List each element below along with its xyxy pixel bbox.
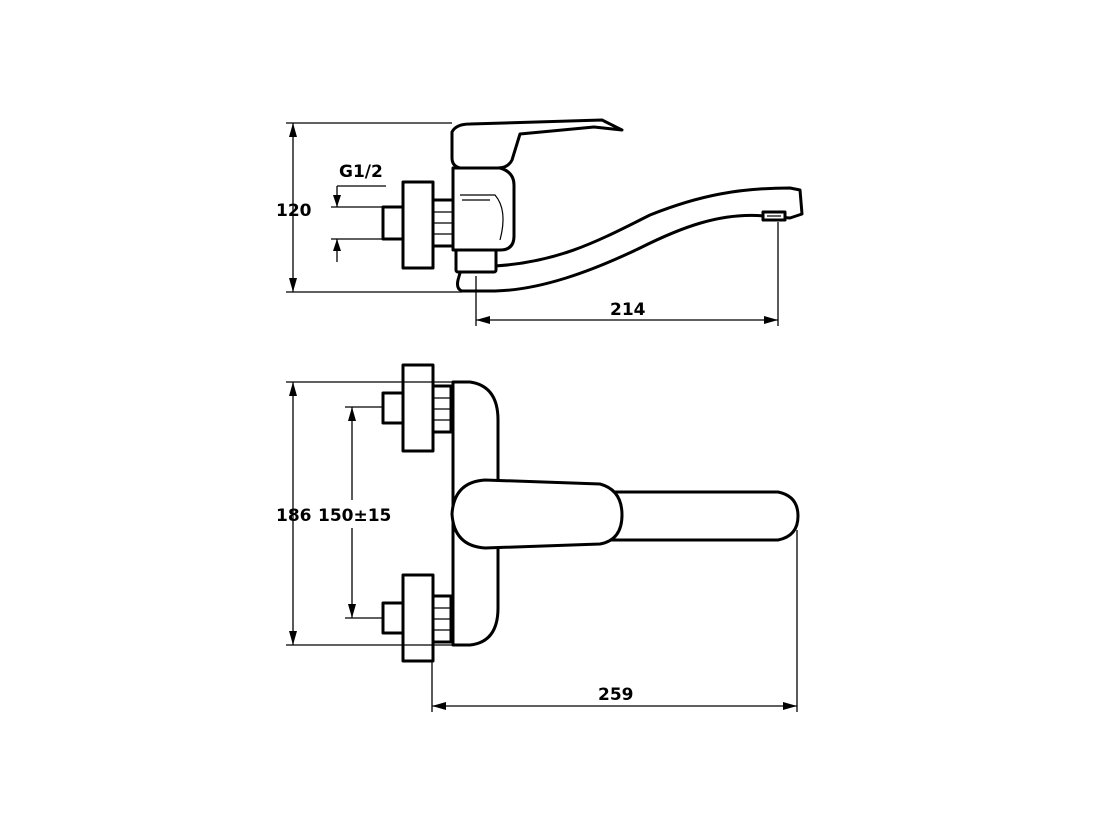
top-lower-escutcheon — [401, 573, 435, 663]
side-lever — [450, 118, 624, 170]
thread-label: G1/2 — [339, 162, 383, 182]
top-width-arrow-top — [289, 382, 297, 396]
side-spout — [456, 186, 804, 293]
side-view: 120 G1/2 214 — [276, 118, 804, 326]
side-height-arrow-bottom — [289, 278, 297, 292]
centers-arrow-bottom — [348, 604, 356, 618]
centers-label: 150±15 — [318, 506, 391, 526]
top-reach-arrow-right — [783, 702, 797, 710]
top-lever — [450, 478, 624, 550]
thread-arrow-top — [333, 195, 341, 207]
side-height-label: 120 — [276, 201, 312, 221]
top-width-label: 186 — [276, 506, 312, 526]
top-view: 186 150±15 259 — [276, 363, 800, 712]
top-spout — [598, 490, 800, 542]
top-reach-arrow-left — [432, 702, 446, 710]
side-eccentric — [381, 205, 405, 241]
side-reach-arrow-left — [476, 316, 490, 324]
side-body-contour — [460, 194, 504, 241]
side-body — [451, 166, 516, 252]
top-width-arrow-bottom — [289, 631, 297, 645]
side-reach-label: 214 — [610, 300, 646, 320]
top-upper-escutcheon — [401, 363, 435, 453]
side-collar — [454, 246, 498, 274]
side-escutcheon — [401, 180, 435, 270]
side-height-arrow-top — [289, 123, 297, 137]
top-reach-label: 259 — [598, 685, 634, 705]
side-reach-arrow-right — [764, 316, 778, 324]
centers-arrow-top — [348, 407, 356, 421]
top-lower-eccentric — [381, 601, 405, 635]
top-upper-eccentric — [381, 391, 405, 425]
thread-arrow-bottom — [333, 239, 341, 251]
